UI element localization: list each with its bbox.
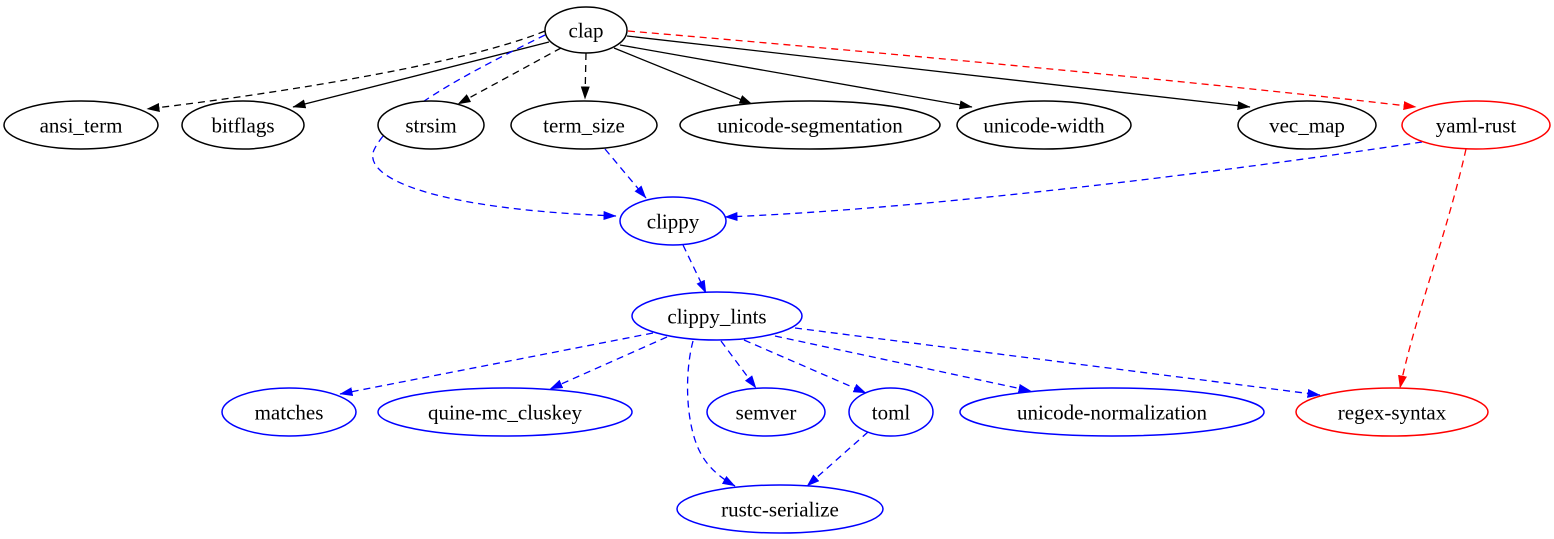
node-clippy: clippy <box>619 196 727 246</box>
node-ellipse-clippy <box>619 196 727 246</box>
node-ellipse-unicode-normalization <box>959 387 1265 437</box>
node-unicode-normalization: unicode-normalization <box>959 387 1265 437</box>
edge-clippy_lints-to-semver <box>720 340 757 389</box>
node-ellipse-term_size <box>510 100 658 150</box>
node-label-vec_map: vec_map <box>1269 113 1345 137</box>
node-ellipse-semver <box>706 387 826 437</box>
node-label-regex-syntax: regex-syntax <box>1338 400 1447 424</box>
node-regex-syntax: regex-syntax <box>1295 387 1489 437</box>
node-label-ansi_term: ansi_term <box>40 113 123 137</box>
edge-yaml-rust-to-regex-syntax <box>1398 148 1467 389</box>
node-label-clippy_lints: clippy_lints <box>667 304 766 328</box>
node-label-unicode-width: unicode-width <box>983 113 1105 137</box>
node-toml: toml <box>848 387 934 437</box>
edge-clap-to-unicode-segmentation <box>613 47 753 105</box>
edge-clippy_lints-to-toml <box>743 339 867 394</box>
edge-clippy_lints-to-rustc-serialize <box>686 340 736 487</box>
edge-clippy_lints-to-quine-mc_cluskey <box>549 336 668 390</box>
node-ellipse-unicode-width <box>956 100 1132 150</box>
node-clap: clap <box>544 6 628 54</box>
node-label-rustc-serialize: rustc-serialize <box>721 497 839 521</box>
node-unicode-segmentation: unicode-segmentation <box>679 100 941 150</box>
node-yaml-rust: yaml-rust <box>1401 100 1551 150</box>
edge-layer <box>146 30 1467 487</box>
node-label-matches: matches <box>255 400 324 424</box>
node-quine-mc_cluskey: quine-mc_cluskey <box>377 387 633 437</box>
node-ellipse-quine-mc_cluskey <box>377 387 633 437</box>
node-ellipse-clippy_lints <box>631 291 803 341</box>
node-unicode-width: unicode-width <box>956 100 1132 150</box>
node-term_size: term_size <box>510 100 658 150</box>
node-ellipse-toml <box>848 387 934 437</box>
edge-toml-to-rustc-serialize <box>806 431 869 487</box>
edge-yaml-rust-to-clippy <box>724 141 1423 221</box>
node-label-yaml-rust: yaml-rust <box>1436 113 1517 137</box>
node-label-semver: semver <box>736 400 797 424</box>
node-label-clap: clap <box>569 18 604 42</box>
node-ellipse-bitflags <box>181 100 305 150</box>
edge-clap-to-term_size <box>580 52 590 100</box>
edge-clap-to-bitflags <box>292 41 550 109</box>
edge-clap-to-vec_map <box>626 35 1251 111</box>
node-matches: matches <box>221 387 357 437</box>
node-ellipse-matches <box>221 387 357 437</box>
edge-clippy_lints-to-matches <box>339 332 654 397</box>
node-ansi_term: ansi_term <box>3 100 159 150</box>
node-label-strsim: strsim <box>405 113 456 137</box>
node-clippy_lints: clippy_lints <box>631 291 803 341</box>
edge-clippy_lints-to-unicode-normalization <box>774 335 1032 393</box>
node-label-toml: toml <box>872 400 911 424</box>
edge-clap-to-unicode-width <box>619 44 973 110</box>
node-label-unicode-segmentation: unicode-segmentation <box>717 113 903 137</box>
node-label-clippy: clippy <box>647 209 700 233</box>
node-label-bitflags: bitflags <box>212 113 275 137</box>
node-label-unicode-normalization: unicode-normalization <box>1017 400 1208 424</box>
node-ellipse-vec_map <box>1237 100 1377 150</box>
edge-clap-to-yaml-rust <box>627 30 1417 111</box>
edge-term_size-to-clippy <box>604 148 647 199</box>
node-label-term_size: term_size <box>543 113 625 137</box>
node-bitflags: bitflags <box>181 100 305 150</box>
edge-clap-to-ansi_term <box>146 30 546 112</box>
edge-clippy_lints-to-regex-syntax <box>794 327 1321 398</box>
node-vec_map: vec_map <box>1237 100 1377 150</box>
node-ellipse-clap <box>544 6 628 54</box>
node-strsim: strsim <box>377 100 485 150</box>
node-ellipse-regex-syntax <box>1295 387 1489 437</box>
node-ellipse-yaml-rust <box>1401 100 1551 150</box>
edge-clippy-to-clippy_lints <box>682 244 707 294</box>
edge-clap-to-strsim <box>457 47 562 105</box>
node-semver: semver <box>706 387 826 437</box>
node-label-quine-mc_cluskey: quine-mc_cluskey <box>428 400 582 424</box>
node-ellipse-strsim <box>377 100 485 150</box>
node-ellipse-ansi_term <box>3 100 159 150</box>
edge-clap-to-clippy <box>372 34 617 221</box>
node-rustc-serialize: rustc-serialize <box>676 484 884 534</box>
node-ellipse-rustc-serialize <box>676 484 884 534</box>
node-ellipse-unicode-segmentation <box>679 100 941 150</box>
